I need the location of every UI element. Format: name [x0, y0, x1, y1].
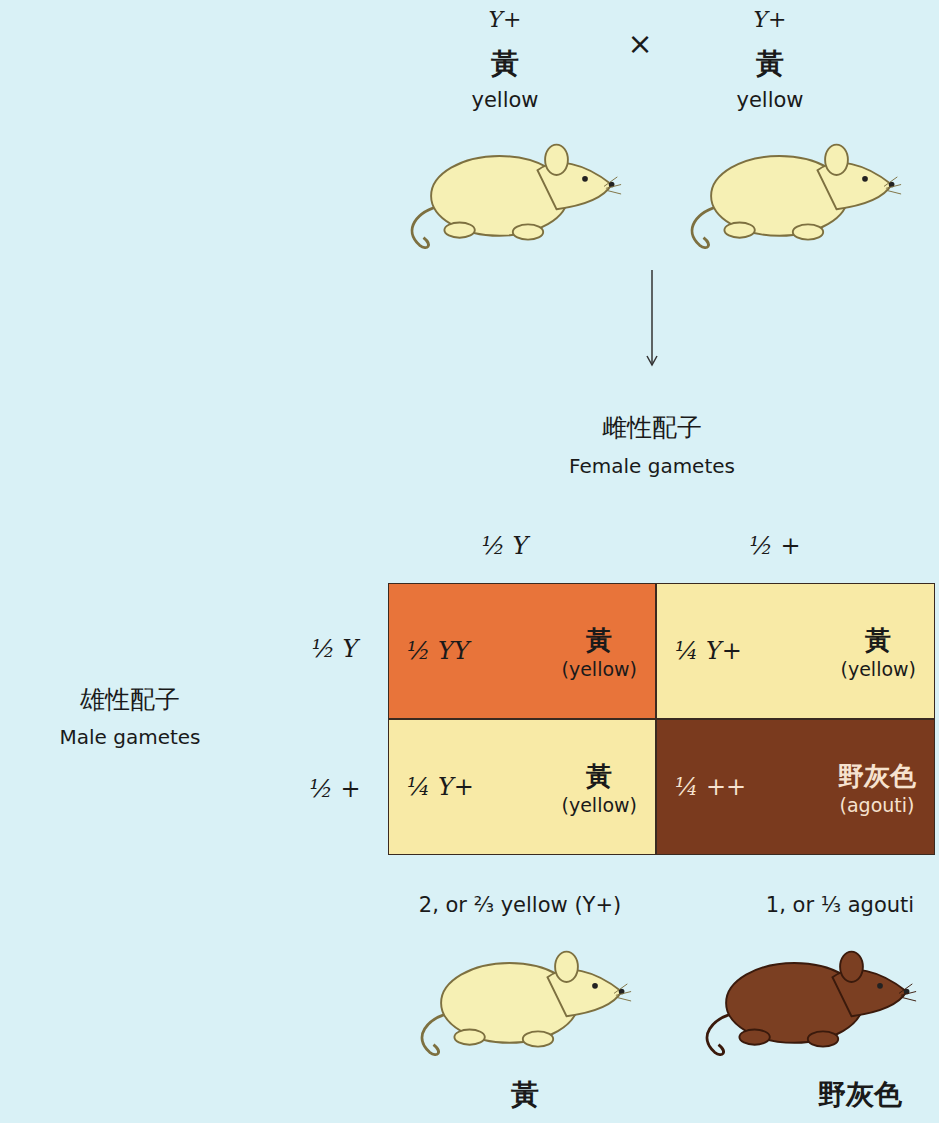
- gamete-label: ½ Y: [312, 636, 359, 664]
- ratio-label: 1, or ⅓ agouti: [766, 893, 914, 917]
- cross-arrow: [651, 270, 653, 365]
- yellow-mouse: [412, 145, 621, 248]
- yellow-mouse: [692, 145, 901, 248]
- punnett-cell: ¼ Y+ 黃(yellow): [388, 719, 656, 855]
- punnett-cell: ½ YY 黃(yellow): [388, 583, 656, 719]
- phenotype-en: yellow: [736, 88, 803, 112]
- phenotype-en: (yellow): [562, 658, 637, 680]
- ratio-label: 2, or ⅔ yellow (Y+): [419, 893, 621, 917]
- axis-title-zh: 雄性配子: [80, 686, 180, 715]
- genotype-fraction: ½ YY: [407, 637, 470, 665]
- gamete-label: ½ Y: [482, 533, 529, 561]
- phenotype-zh: 黃: [586, 759, 612, 794]
- punnett-cell: ¼ Y+ 黃(yellow): [656, 583, 935, 719]
- phenotype-zh: 黃: [756, 48, 784, 80]
- phenotype-zh: 野灰色: [818, 1079, 902, 1111]
- phenotype-zh: 黃: [511, 1079, 539, 1111]
- phenotype-en: (yellow): [562, 794, 637, 816]
- phenotype-en: (yellow): [841, 658, 916, 680]
- phenotype-zh: 野灰色: [838, 759, 916, 794]
- gamete-label: ½ +: [750, 533, 801, 561]
- axis-title-en: Female gametes: [569, 455, 735, 478]
- yellow-mouse: [422, 952, 631, 1055]
- gamete-label: ½ +: [310, 776, 361, 804]
- phenotype-zh: 黃: [865, 623, 891, 658]
- punnett-cell: ¼ ++ 野灰色(agouti): [656, 719, 935, 855]
- genotype-fraction: ¼ Y+: [675, 637, 742, 665]
- phenotype-zh: 黃: [586, 623, 612, 658]
- axis-title-zh: 雌性配子: [602, 414, 702, 443]
- genotype: Y+: [754, 7, 787, 32]
- phenotype-zh: 黃: [491, 48, 519, 80]
- agouti-mouse: [707, 952, 916, 1055]
- genotype: Y+: [489, 7, 522, 32]
- cross-sign: ×: [627, 27, 652, 62]
- axis-title-en: Male gametes: [59, 726, 200, 749]
- genotype-fraction: ¼ Y+: [407, 773, 474, 801]
- phenotype-stack: 黃(yellow): [841, 623, 916, 680]
- genotype-fraction: ¼ ++: [675, 773, 746, 801]
- phenotype-en: (agouti): [840, 794, 915, 816]
- phenotype-en: yellow: [471, 88, 538, 112]
- phenotype-stack: 黃(yellow): [562, 623, 637, 680]
- phenotype-stack: 野灰色(agouti): [838, 759, 916, 816]
- phenotype-stack: 黃(yellow): [562, 759, 637, 816]
